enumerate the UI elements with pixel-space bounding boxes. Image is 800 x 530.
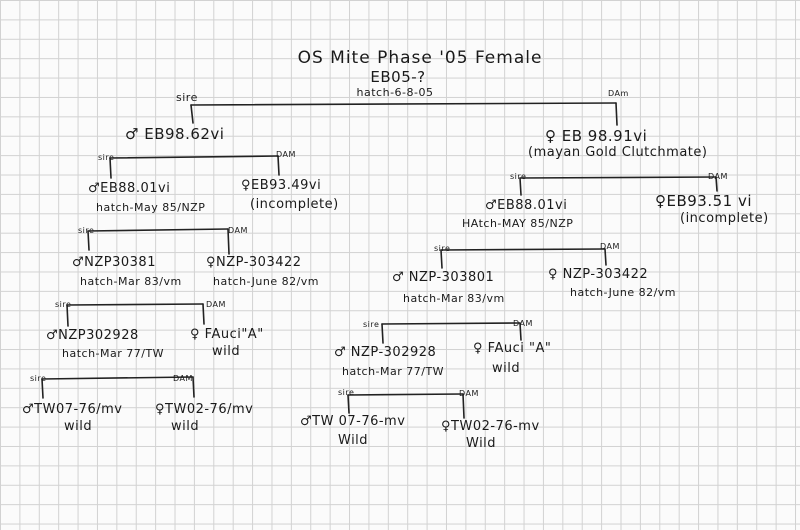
left-g5-dam-id: ♀TW02-76/mv (155, 402, 254, 417)
left-g2-sire-drop (109, 157, 112, 179)
right-dam-dam-id: ♀EB93.51 vi (655, 192, 753, 210)
right-dam-id: ♀ EB 98.91vi (545, 127, 648, 145)
left-g2-sire-id: ♂EB88.01vi (88, 181, 171, 196)
chart-title: OS Mite Phase '05 Female (297, 48, 543, 68)
left-g5-sire-note: wild (64, 419, 93, 434)
subject-hatch-date: hatch-6-8-05 (356, 86, 434, 99)
left-g4-connector-bar (66, 303, 204, 306)
right-g3-dam-label: DAM (600, 242, 620, 251)
right-g4-dam-id: ♀ FAuci "A" (473, 341, 552, 356)
left-g3-dam-label: DAM (228, 226, 248, 235)
left-g5-connector-bar (41, 376, 194, 380)
left-g5-sire-id: ♂TW07-76/mv (22, 402, 123, 417)
right-g5-sire-id: ♂TW 07-76-mv (300, 414, 406, 429)
left-g2-sire-hatch: hatch-May 85/NZP (96, 201, 206, 214)
right-g5-sire-drop (347, 394, 350, 414)
right-g2-sire-drop (519, 177, 522, 196)
right-g4-sire-drop (381, 323, 384, 344)
right-g5-dam-label: DAM (459, 389, 479, 398)
root-dam-drop (615, 102, 618, 126)
right-g3-sire-drop (440, 249, 443, 269)
left-g3-sire-hatch: hatch-Mar 83/vm (80, 275, 182, 288)
left-g3-sire-label: sire (78, 226, 95, 235)
right-dam-note: (mayan Gold Clutchmate) (528, 145, 708, 160)
left-g3-sire-id: ♂NZP30381 (72, 255, 156, 270)
right-g4-sire-label: sire (363, 320, 380, 329)
left-g4-dam-id: ♀ FAuci"A" (190, 327, 264, 342)
right-dam-dam-note: (incomplete) (680, 211, 769, 226)
left-g5-dam-note: wild (171, 419, 200, 434)
right-g5-dam-drop (462, 393, 465, 419)
left-g4-sire-label: sire (55, 300, 72, 309)
left-dam-note: (incomplete) (250, 197, 339, 212)
root-dam-label: DAm (608, 89, 629, 98)
right-g3-sire-id: ♂ NZP-303801 (392, 270, 495, 285)
left-g5-dam-drop (192, 376, 195, 398)
right-g4-dam-note: wild (492, 361, 521, 376)
left-g2-connector-bar (109, 155, 279, 159)
left-g2-dam-drop (277, 155, 280, 176)
root-connector-bar (190, 102, 617, 106)
right-g5-dam-id: ♀TW02-76-mv (441, 419, 540, 434)
left-g4-sire-hatch: hatch-Mar 77/TW (62, 347, 165, 360)
right-g3-dam-hatch: hatch-June 82/vm (570, 286, 677, 299)
right-g3-dam-drop (604, 248, 607, 266)
left-g4-sire-drop (66, 304, 69, 327)
right-g3-sire-hatch: hatch-Mar 83/vm (403, 292, 505, 305)
root-sire-drop (190, 104, 194, 124)
left-g3-dam-hatch: hatch-June 82/vm (213, 275, 320, 288)
right-g4-sire-hatch: hatch-Mar 77/TW (342, 365, 445, 378)
left-g5-dam-label: DAM (173, 374, 193, 383)
right-g5-connector-bar (347, 393, 464, 396)
right-g4-connector-bar (381, 322, 521, 325)
left-g3-dam-id: ♀NZP-303422 (206, 255, 302, 270)
left-g4-dam-drop (202, 303, 205, 325)
right-g4-dam-drop (519, 322, 522, 341)
right-g4-sire-id: ♂ NZP-302928 (334, 345, 437, 360)
right-g3-connector-bar (440, 248, 606, 251)
left-g3-connector-bar (87, 228, 229, 232)
right-g5-dam-note: Wild (466, 436, 497, 451)
left-dam-id: ♀EB93.49vi (241, 178, 322, 193)
left-g2-dam-label: DAM (276, 150, 296, 159)
left-sire-id: ♂ EB98.62vi (125, 125, 225, 143)
right-g5-sire-note: Wild (338, 433, 369, 448)
right-g2-sire-hatch: HAtch-MAY 85/NZP (462, 217, 574, 230)
left-g4-dam-label: DAM (206, 300, 226, 309)
left-g3-sire-drop (87, 230, 90, 251)
left-g4-dam-note: wild (212, 344, 241, 359)
right-g3-sire-label: sire (434, 244, 451, 253)
left-g5-sire-drop (41, 378, 44, 399)
right-g3-dam-id: ♀ NZP-303422 (548, 267, 649, 282)
left-g3-dam-drop (227, 228, 230, 255)
right-g4-dam-label: DAM (513, 319, 533, 328)
left-g5-sire-label: sire (30, 374, 47, 383)
left-g2-sire-label: sire (98, 153, 115, 162)
root-sire-label: sire (176, 91, 198, 104)
right-g2-sire-id: ♂EB88.01vi (485, 198, 568, 213)
right-g2-dam-label: DAM (708, 172, 728, 181)
subject-id: EB05-? (370, 68, 426, 86)
right-g5-sire-label: sire (338, 388, 355, 397)
left-g4-sire-id: ♂NZP302928 (46, 328, 139, 343)
right-g2-sire-label: sire (510, 172, 527, 181)
right-g2-connector-bar (519, 176, 717, 179)
right-g2-dam-drop (715, 176, 718, 192)
